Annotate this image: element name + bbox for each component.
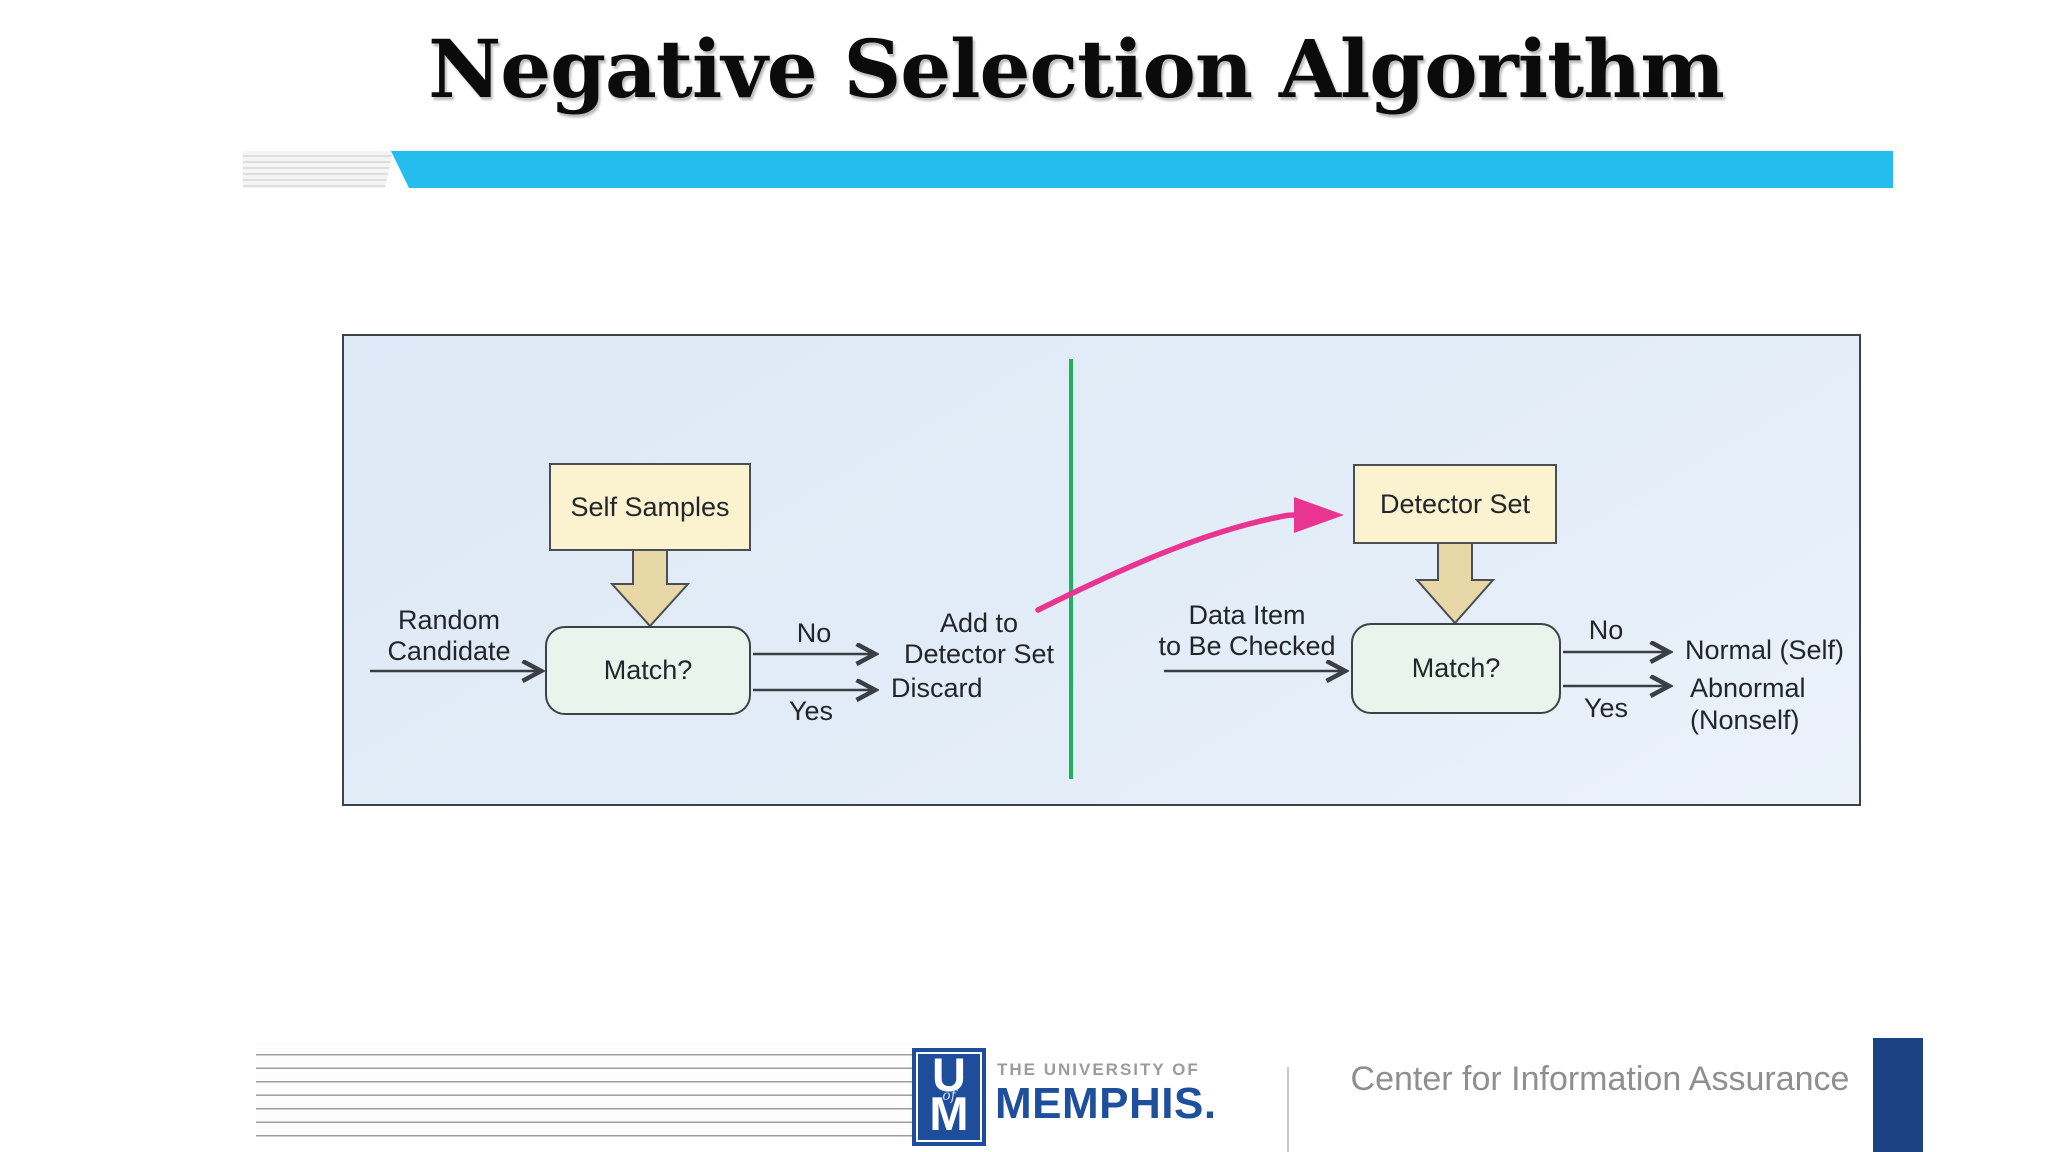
memphis-logo: U of M	[912, 1048, 986, 1146]
header-accent-bar	[391, 151, 1893, 188]
block-arrow-down-right	[1414, 542, 1496, 625]
footer-accent-bar	[1873, 1038, 1923, 1152]
flowchart-graphics	[370, 359, 1859, 779]
no-label-left: No	[796, 618, 832, 648]
data-item-line1: Data Item	[1188, 600, 1306, 630]
self-samples-label: Self Samples	[570, 491, 730, 522]
abnormal-nonself-label: Abnormal (Nonself)	[1690, 672, 1806, 736]
normal-self-label: Normal (Self)	[1685, 635, 1845, 665]
self-samples-box: Self Samples	[549, 463, 751, 551]
add-to-line2: Detector Set	[903, 639, 1055, 669]
slide-title: Negative Selection Algorithm	[428, 22, 1725, 116]
abnormal-line2: (Nonself)	[1690, 705, 1800, 735]
detector-set-box: Detector Set	[1353, 464, 1557, 544]
footer-ruled-lines	[256, 1042, 928, 1141]
data-item-line2: to Be Checked	[1158, 631, 1336, 661]
add-to-detector-set-label: Add to Detector Set	[874, 608, 1084, 670]
university-name-text: MEMPHIS.	[995, 1079, 1217, 1128]
random-candidate-label: Random Candidate	[374, 605, 524, 667]
detector-set-transfer-curve	[1035, 512, 1299, 613]
match-right-label: Match?	[1411, 653, 1501, 683]
center-name-text: Center for Information Assurance	[1350, 1060, 1850, 1098]
block-arrow-down-left	[609, 549, 691, 628]
random-candidate-line2: Candidate	[387, 636, 511, 666]
header-stripe-block	[243, 151, 393, 188]
discard-label: Discard	[891, 673, 983, 703]
no-label-right: No	[1588, 615, 1624, 645]
data-item-label: Data Item to Be Checked	[1134, 600, 1360, 662]
footer-divider-line	[1287, 1067, 1289, 1152]
match-box-left: Match?	[545, 626, 751, 715]
detector-set-transfer-arrowhead	[1294, 497, 1344, 533]
add-to-line1: Add to	[939, 608, 1019, 638]
logo-letter-of: of	[942, 1088, 956, 1104]
abnormal-line1: Abnormal	[1690, 673, 1806, 703]
yes-label-left: Yes	[788, 696, 834, 726]
university-prefix-text: THE UNIVERSITY OF	[997, 1060, 1200, 1079]
memphis-logo-frame: U of M	[916, 1048, 982, 1142]
detector-set-label: Detector Set	[1379, 488, 1531, 519]
yes-label-right: Yes	[1583, 693, 1629, 723]
match-box-right: Match?	[1351, 623, 1561, 714]
random-candidate-line1: Random	[397, 605, 501, 635]
logo-letter-m: M	[929, 1087, 969, 1140]
logo-letter-u: U	[932, 1048, 966, 1101]
flowchart-panel: Self Samples Match? Random Candidate No …	[342, 334, 1861, 806]
match-left-label: Match?	[603, 655, 693, 685]
